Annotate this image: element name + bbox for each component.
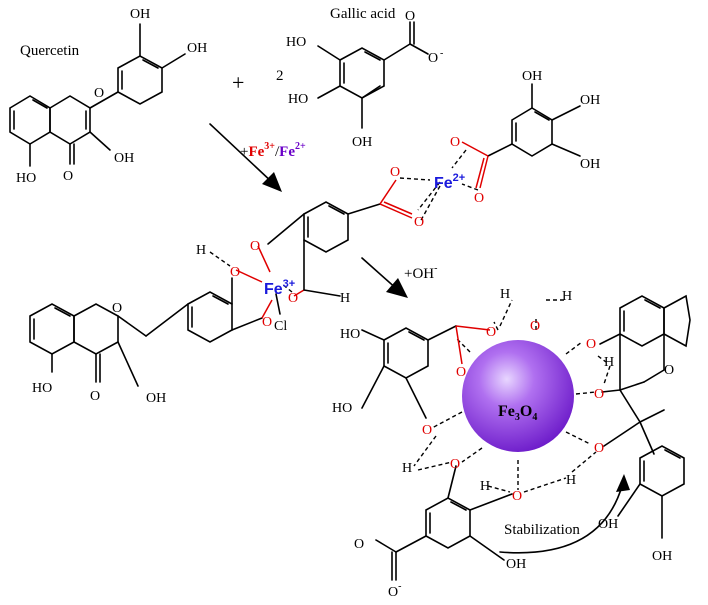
np-quercetin-oxygen-3: O bbox=[594, 441, 604, 456]
fe3-complex-h-1: H bbox=[196, 243, 206, 258]
gallic-ho-middle: HO bbox=[288, 92, 308, 107]
fe3-gallate-oxygen-1: O bbox=[250, 239, 260, 254]
fe3-complex-oh-c3: OH bbox=[146, 391, 166, 406]
gallic-acid-label: Gallic acid bbox=[330, 6, 396, 22]
fe2-gallate-oh-right: OH bbox=[580, 93, 600, 108]
bridging-carboxyl-oxygen-1: O bbox=[390, 165, 400, 180]
np-bottom-gallate bbox=[375, 451, 597, 581]
gallic-carboxylate-oxygen: O bbox=[428, 51, 438, 66]
np-left-gallate bbox=[361, 299, 566, 467]
np-bottom-gallate-oxygen-2: O bbox=[512, 489, 522, 504]
fe3-catechol-oxygen-2: O bbox=[262, 315, 272, 330]
hydroxide-conditions: +OH- bbox=[404, 263, 437, 282]
quercetin-label: Quercetin bbox=[20, 43, 80, 59]
quercetin-oh-c5: HO bbox=[16, 171, 36, 186]
np-quercetin-oh-2: OH bbox=[652, 549, 672, 564]
fe3-catechol-oxygen-1: O bbox=[230, 265, 240, 280]
np-right-quercetin bbox=[597, 294, 691, 539]
fe2-gallate-complex bbox=[417, 83, 581, 223]
fe2-coordinating-oxygen-1: O bbox=[450, 135, 460, 150]
fe3-complex-h-2: H bbox=[340, 291, 350, 306]
np-bottom-carboxylate-oxygen: O- bbox=[388, 581, 401, 600]
reaction-arrow-1-head bbox=[262, 172, 282, 192]
np-bottom-gallate-oxygen-1: O bbox=[450, 457, 460, 472]
fe3-quercetin-complex bbox=[29, 245, 341, 387]
nanoparticle-bonds bbox=[431, 316, 597, 490]
np-bottom-carboxyl-oxygen: O bbox=[354, 537, 364, 552]
reaction-arrow-2-head bbox=[386, 278, 408, 298]
np-bottom-h-1: H bbox=[480, 479, 490, 494]
reaction-arrow-2 bbox=[361, 257, 399, 291]
np-quercetin-oxygen-1: O bbox=[586, 337, 596, 352]
np-bottom-gallate-oh: OH bbox=[506, 557, 526, 572]
plus-sign: + bbox=[232, 70, 244, 95]
fe3o4-label: Fe3O4 bbox=[498, 403, 537, 423]
quercetin-oh-3: OH bbox=[130, 7, 150, 22]
fe3-complex-carbonyl-oxygen: O bbox=[90, 389, 100, 404]
quercetin-oh-c3: OH bbox=[114, 151, 134, 166]
np-carboxyl-oxygen-2: O bbox=[456, 365, 466, 380]
np-gallate-oxygen: O bbox=[422, 423, 432, 438]
quercetin-carbonyl-oxygen: O bbox=[63, 169, 73, 184]
stabilization-arrow bbox=[499, 485, 623, 554]
gallic-acid-coefficient: 2 bbox=[276, 68, 284, 84]
reaction-arrow-1 bbox=[209, 123, 275, 185]
np-quercetin-ring-oxygen: O bbox=[664, 363, 674, 378]
fe3-center-label: Fe3+ bbox=[264, 278, 295, 298]
fe3-complex-ring-oxygen: O bbox=[112, 301, 122, 316]
quercetin-structure bbox=[9, 23, 186, 167]
fe3o4-nanoparticle-sphere bbox=[462, 340, 574, 452]
quercetin-ring-oxygen: O bbox=[94, 86, 104, 101]
gallic-carboxylate-charge: - bbox=[440, 48, 443, 59]
fe2-gallate-oh-top: OH bbox=[522, 69, 542, 84]
quercetin-oh-4: OH bbox=[187, 41, 207, 56]
stabilization-label: Stabilization bbox=[504, 522, 580, 538]
iron-ion-conditions: +Fe3+/Fe2+ bbox=[240, 141, 306, 160]
np-water-h-1: H bbox=[500, 287, 510, 302]
gallic-oh-bottom: OH bbox=[352, 135, 372, 150]
np-gallate-ho-bottom: HO bbox=[332, 401, 352, 416]
np-h-left: H bbox=[402, 461, 412, 476]
np-bottom-h-2: H bbox=[566, 473, 576, 488]
np-quercetin-oxygen-2: O bbox=[594, 387, 604, 402]
gallic-ho-top: HO bbox=[286, 35, 306, 50]
np-water-oxygen: O bbox=[530, 319, 540, 334]
np-water-h-2: H bbox=[562, 289, 572, 304]
stabilization-arrow-head bbox=[616, 474, 630, 492]
fe2-gallate-oh-bottom: OH bbox=[580, 157, 600, 172]
fe3-chloride-label: Cl bbox=[274, 319, 287, 334]
np-quercetin-h: H bbox=[604, 355, 614, 370]
np-carboxyl-oxygen-1: O bbox=[486, 325, 496, 340]
bridging-carboxyl-oxygen-2: O bbox=[414, 215, 424, 230]
gallic-acid-structure bbox=[317, 21, 429, 129]
gallic-carboxyl-oxygen: O bbox=[405, 9, 415, 24]
fe2-coordinating-oxygen-2: O bbox=[474, 191, 484, 206]
fe2-center-label: Fe2+ bbox=[434, 172, 465, 192]
fe3-gallate-oxygen-2: O bbox=[288, 291, 298, 306]
fe3-complex-ho-c5: HO bbox=[32, 381, 52, 396]
np-gallate-ho-top: HO bbox=[340, 327, 360, 342]
bridging-gallate bbox=[267, 177, 431, 291]
